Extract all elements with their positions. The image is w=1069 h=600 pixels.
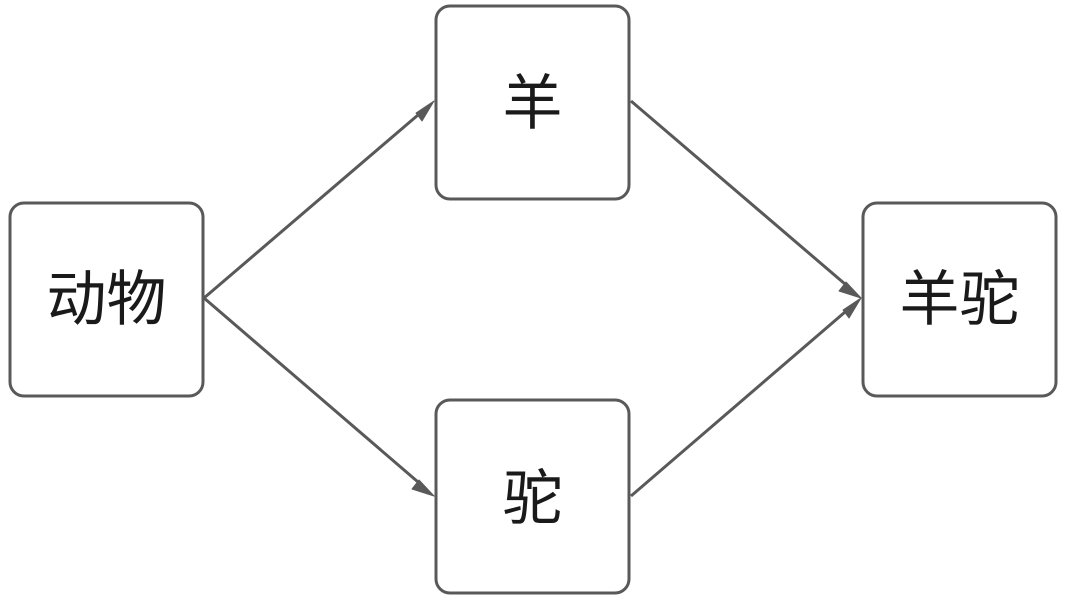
edge-animal-to-sheep <box>203 107 426 300</box>
arrowhead-animal-to-camel <box>411 479 435 497</box>
node-animal-label: 动物 <box>47 265 167 335</box>
arrowhead-camel-to-alpaca <box>842 297 862 319</box>
arrowhead-sheep-to-alpaca <box>838 281 862 299</box>
node-camel-label: 驼 <box>503 464 563 534</box>
node-alpaca-label: 羊驼 <box>900 265 1020 335</box>
node-camel: 驼 <box>434 398 631 595</box>
node-sheep-label: 羊 <box>503 69 563 139</box>
node-camel-box <box>434 398 631 595</box>
edge-sheep-to-alpaca <box>630 99 853 292</box>
edges-layer <box>203 99 862 498</box>
edge-camel-to-alpaca <box>630 304 853 498</box>
node-sheep-box <box>434 4 631 201</box>
edge-animal-to-camel <box>203 296 426 490</box>
node-animal-box <box>8 201 205 398</box>
node-alpaca: 羊驼 <box>861 201 1058 398</box>
node-alpaca-box <box>861 201 1058 398</box>
arrowhead-animal-to-sheep <box>415 100 435 122</box>
node-animal: 动物 <box>8 201 205 398</box>
node-sheep: 羊 <box>434 4 631 201</box>
